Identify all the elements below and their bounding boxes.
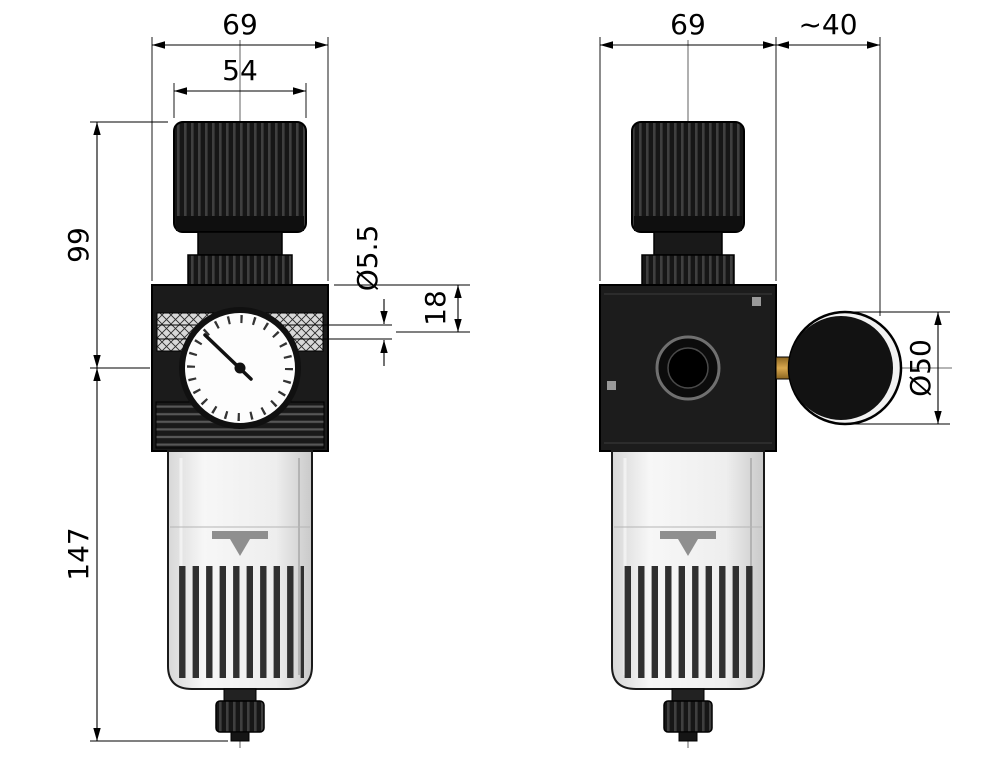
knob-collar-side xyxy=(641,254,735,286)
port-opening xyxy=(667,347,709,389)
dim-side-gauge-diameter: Ø50 xyxy=(904,339,937,397)
body-mark-left xyxy=(607,381,616,390)
dim-front-hole-diameter: Ø5.5 xyxy=(351,225,384,292)
dim-front-lower-height: 147 xyxy=(62,527,95,580)
adjustment-knob-side xyxy=(631,121,745,286)
bowl-guard-ribs-side xyxy=(620,566,756,678)
dim-front-hole-offset: 18 xyxy=(419,290,452,326)
filter-bowl-side xyxy=(611,450,765,690)
drain-valve-front xyxy=(215,688,265,742)
filter-bowl-front xyxy=(167,450,313,690)
gauge-tick-ring xyxy=(187,315,293,421)
knob-neck-side xyxy=(653,231,723,256)
body-mark-right xyxy=(752,297,761,306)
drain-valve-side xyxy=(663,688,713,742)
knob-neck xyxy=(197,231,283,256)
regulator-body-side xyxy=(599,284,777,452)
knob-collar xyxy=(187,254,293,286)
dim-front-upper-height: 99 xyxy=(62,227,95,263)
bowl-deflector xyxy=(212,531,268,539)
dim-front-body-width: 69 xyxy=(222,8,258,41)
pressure-gauge-side xyxy=(775,310,903,426)
dim-front-knob-width: 54 xyxy=(222,54,258,87)
front-dimensions: 69 54 99 147 Ø5.5 18 xyxy=(62,8,470,742)
dim-side-body-width: 69 xyxy=(670,8,706,41)
pressure-gauge-front xyxy=(179,307,301,429)
side-view: 69 ~40 Ø50 xyxy=(599,8,952,748)
dim-side-gauge-offset: ~40 xyxy=(798,8,857,41)
bowl-guard-ribs xyxy=(176,566,304,678)
gauge-hub xyxy=(234,362,246,374)
bowl-deflector-side xyxy=(660,531,716,539)
front-view: 69 54 99 147 Ø5.5 18 xyxy=(62,8,470,748)
side-dimensions: 69 ~40 Ø50 xyxy=(599,8,950,425)
adjustment-knob-front xyxy=(173,121,307,286)
